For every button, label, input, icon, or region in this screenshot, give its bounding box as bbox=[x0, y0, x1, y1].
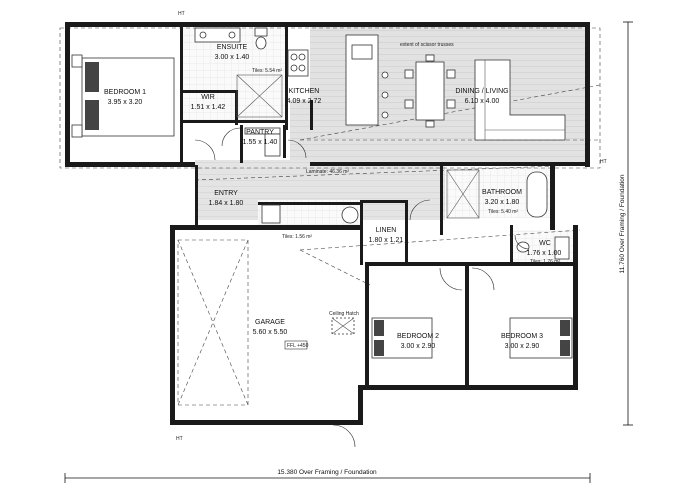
bedroom-2-name: BEDROOM 2 bbox=[397, 333, 439, 340]
garage-size: 5.60 x 5.50 bbox=[253, 329, 288, 336]
interior-walls bbox=[180, 25, 575, 390]
ht-bottom-label: HT bbox=[176, 436, 183, 442]
bedroom-3-name: BEDROOM 3 bbox=[501, 333, 543, 340]
cooktop bbox=[287, 49, 309, 77]
dining-living-name: DINING / LIVING bbox=[455, 88, 508, 95]
doors bbox=[194, 127, 530, 448]
ceiling-hatch bbox=[331, 317, 355, 335]
bathroom-size: 3.20 x 1.80 bbox=[485, 199, 520, 206]
wc-size: 1.76 x 1.00 bbox=[527, 250, 562, 257]
entry-name: ENTRY bbox=[214, 190, 238, 197]
entry-tiles-note: Tiles: 1.56 m² bbox=[282, 234, 312, 240]
ensuite-vanity bbox=[194, 27, 241, 43]
width-dimension: 15.380 Over Framing / Foundation bbox=[277, 469, 377, 476]
scissor-trusses-note: extent of scissor trusses bbox=[400, 42, 454, 48]
bedroom-2-size: 3.00 x 2.90 bbox=[401, 343, 436, 350]
room-labels: ENSUITE 3.00 x 1.40 Tiles: 5.54 m² BEDRO… bbox=[104, 44, 561, 350]
kitchen-name: KITCHEN bbox=[289, 88, 320, 95]
bathroom-shower bbox=[446, 169, 480, 219]
bathroom-name: BATHROOM bbox=[482, 189, 522, 196]
bedroom-1-size: 3.95 x 3.20 bbox=[108, 99, 143, 106]
pantry-size: 1.55 x 1.40 bbox=[243, 139, 278, 146]
linen-size: 1.80 x 1.21 bbox=[369, 237, 404, 244]
wc-tiles: Tiles: 1.76 m² bbox=[530, 259, 560, 265]
linen-name: LINEN bbox=[376, 227, 397, 234]
annotations: extent of scissor trusses Laminate: 46.3… bbox=[176, 11, 607, 442]
wc-name: WC bbox=[539, 240, 551, 247]
entry-size: 1.84 x 1.80 bbox=[209, 200, 244, 207]
ensuite-tiles: Tiles: 5.54 m² bbox=[252, 68, 282, 74]
ht-right-label: HT bbox=[600, 159, 607, 165]
fixtures bbox=[71, 27, 573, 359]
ensuite-shower bbox=[236, 74, 283, 118]
kitchen-size: 4.09 x 2.72 bbox=[287, 98, 322, 105]
ffl-label: FFL +450 bbox=[287, 343, 309, 349]
ht-top-label: HT bbox=[178, 11, 185, 17]
dimension-lines: 15.380 Over Framing / Foundation 11.760 … bbox=[64, 21, 633, 483]
pantry-name: PANTRY bbox=[246, 129, 274, 136]
bathroom-tiles: Tiles: 5.40 m² bbox=[488, 209, 518, 215]
dining-living-size: 6.10 x 4.00 bbox=[465, 98, 500, 105]
sofa bbox=[474, 59, 566, 141]
wir-size: 1.51 x 1.42 bbox=[191, 104, 226, 111]
wir-name: WIR bbox=[201, 94, 215, 101]
garage-name: GARAGE bbox=[255, 319, 285, 326]
truss-lines bbox=[59, 27, 601, 286]
dining-table bbox=[415, 61, 445, 121]
garage-door-lines bbox=[177, 239, 355, 406]
ceiling-hatch-label: Ceiling Hatch bbox=[329, 311, 359, 317]
bedroom-3-size: 3.00 x 2.90 bbox=[505, 343, 540, 350]
bathtub bbox=[526, 171, 548, 218]
sink-unit bbox=[261, 204, 281, 224]
ensuite-name: ENSUITE bbox=[217, 44, 248, 51]
laminate-note: Laminate: 46.36 m² bbox=[306, 169, 349, 175]
ensuite-size: 3.00 x 1.40 bbox=[215, 54, 250, 61]
height-dimension: 11.760 Over Framing / Foundation bbox=[619, 174, 626, 273]
bedroom-1-name: BEDROOM 1 bbox=[104, 89, 146, 96]
